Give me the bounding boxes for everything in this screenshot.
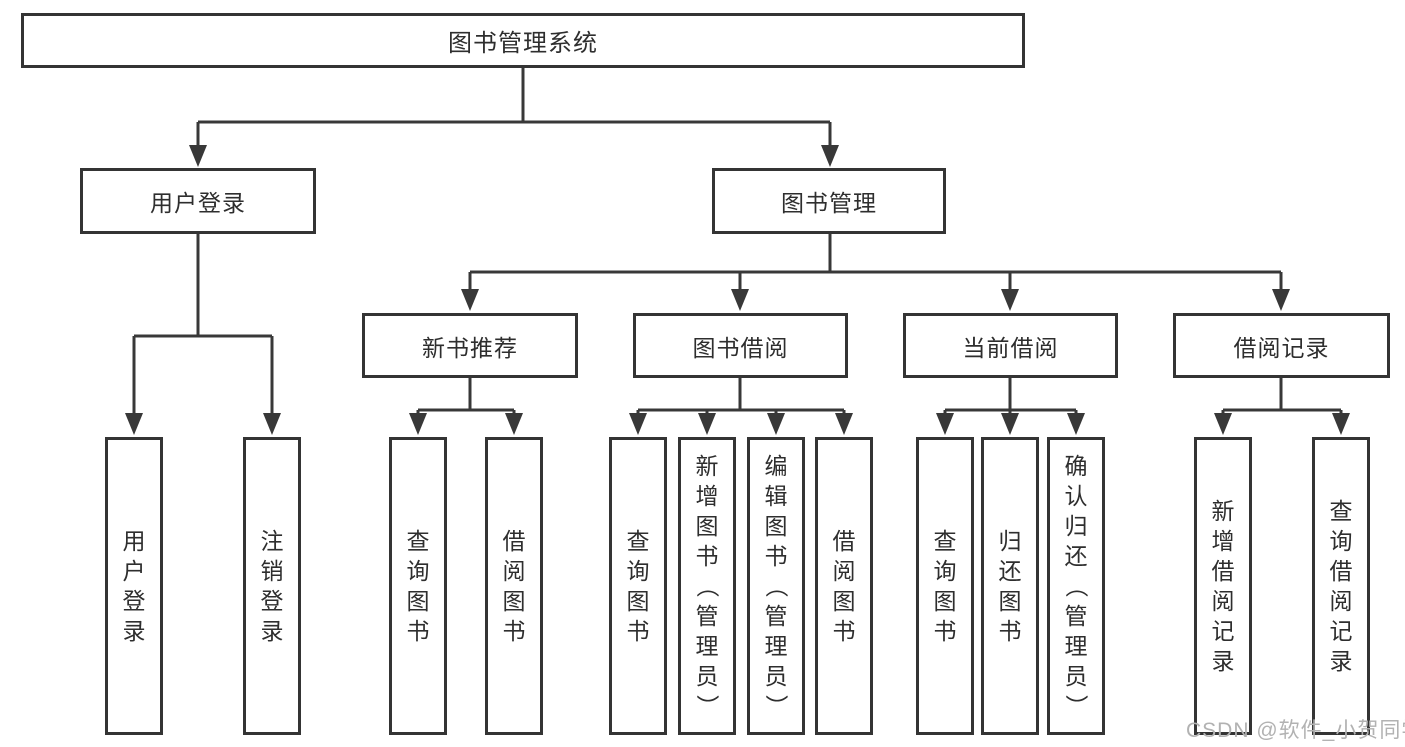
leaf-query-borrow-record-label: 查询借阅记录 [1329,498,1353,674]
leaf-logout: 注销登录 [243,437,301,735]
arrow-head [1272,289,1290,311]
arrow-head [263,413,281,435]
arrow-head [1001,289,1019,311]
arrow-head [461,289,479,311]
leaf-query-books-current: 查询图书 [916,437,974,735]
leaf-return-books-label: 归还图书 [998,528,1022,644]
node-user-login-label: 用户登录 [150,190,246,216]
node-library-management-system-label: 图书管理系统 [448,30,598,57]
leaf-add-books-admin: 新增图书（管理员） [678,437,736,735]
arrow-head [1067,413,1085,435]
csdn-watermark: CSDN @软件_小贺同学 [1186,719,1405,742]
leaf-add-borrow-record-label: 新增借阅记录 [1211,498,1235,674]
node-borrowing-records: 借阅记录 [1173,313,1390,378]
node-book-borrowing: 图书借阅 [633,313,848,378]
arrow-head [731,289,749,311]
arrow-head [835,413,853,435]
node-current-borrowing-label: 当前借阅 [962,334,1059,361]
leaf-borrow-books-borrowing: 借阅图书 [815,437,873,735]
arrow-head [125,413,143,435]
leaf-borrow-books-recommend: 借阅图书 [485,437,543,735]
leaf-borrow-books-borrowing-label: 借阅图书 [832,528,856,644]
leaf-query-books-recommend-label: 查询图书 [406,528,430,644]
node-user-login: 用户登录 [80,168,316,234]
arrow-head [936,413,954,435]
arrow-head [1001,413,1019,435]
node-book-management-label: 图书管理 [781,190,877,216]
leaf-borrow-books-recommend-label: 借阅图书 [502,528,526,644]
node-book-borrowing-label: 图书借阅 [692,334,789,361]
arrow-head [505,413,523,435]
leaf-query-books-borrowing: 查询图书 [609,437,667,735]
node-new-book-recommendation-label: 新书推荐 [422,334,518,361]
leaf-confirm-return-admin: 确认归还（管理员） [1047,437,1105,735]
leaf-add-books-admin-label: 新增图书（管理员） [694,453,720,718]
leaf-query-books-current-label: 查询图书 [933,528,957,644]
leaf-edit-books-admin-label: 编辑图书（管理员） [763,453,789,718]
leaf-logout-label: 注销登录 [260,528,284,644]
leaf-query-books-recommend: 查询图书 [389,437,447,735]
node-library-management-system: 图书管理系统 [21,13,1025,68]
leaf-user-login-label: 用户登录 [122,528,146,644]
arrow-head [1332,413,1350,435]
node-book-management: 图书管理 [712,168,946,234]
leaf-edit-books-admin: 编辑图书（管理员） [747,437,805,735]
node-new-book-recommendation: 新书推荐 [362,313,578,378]
node-borrowing-records-label: 借阅记录 [1233,334,1330,361]
leaf-query-books-borrowing-label: 查询图书 [626,528,650,644]
arrow-head [409,413,427,435]
arrow-head [698,413,716,435]
arrow-head [629,413,647,435]
leaf-user-login: 用户登录 [105,437,163,735]
arrow-head [767,413,785,435]
node-current-borrowing: 当前借阅 [903,313,1118,378]
arrow-head [189,145,207,167]
leaf-return-books: 归还图书 [981,437,1039,735]
arrow-head [821,145,839,167]
arrow-head [1214,413,1232,435]
leaf-confirm-return-admin-label: 确认归还（管理员） [1063,453,1089,718]
leaf-add-borrow-record: 新增借阅记录 [1194,437,1252,735]
leaf-query-borrow-record: 查询借阅记录 [1312,437,1370,735]
